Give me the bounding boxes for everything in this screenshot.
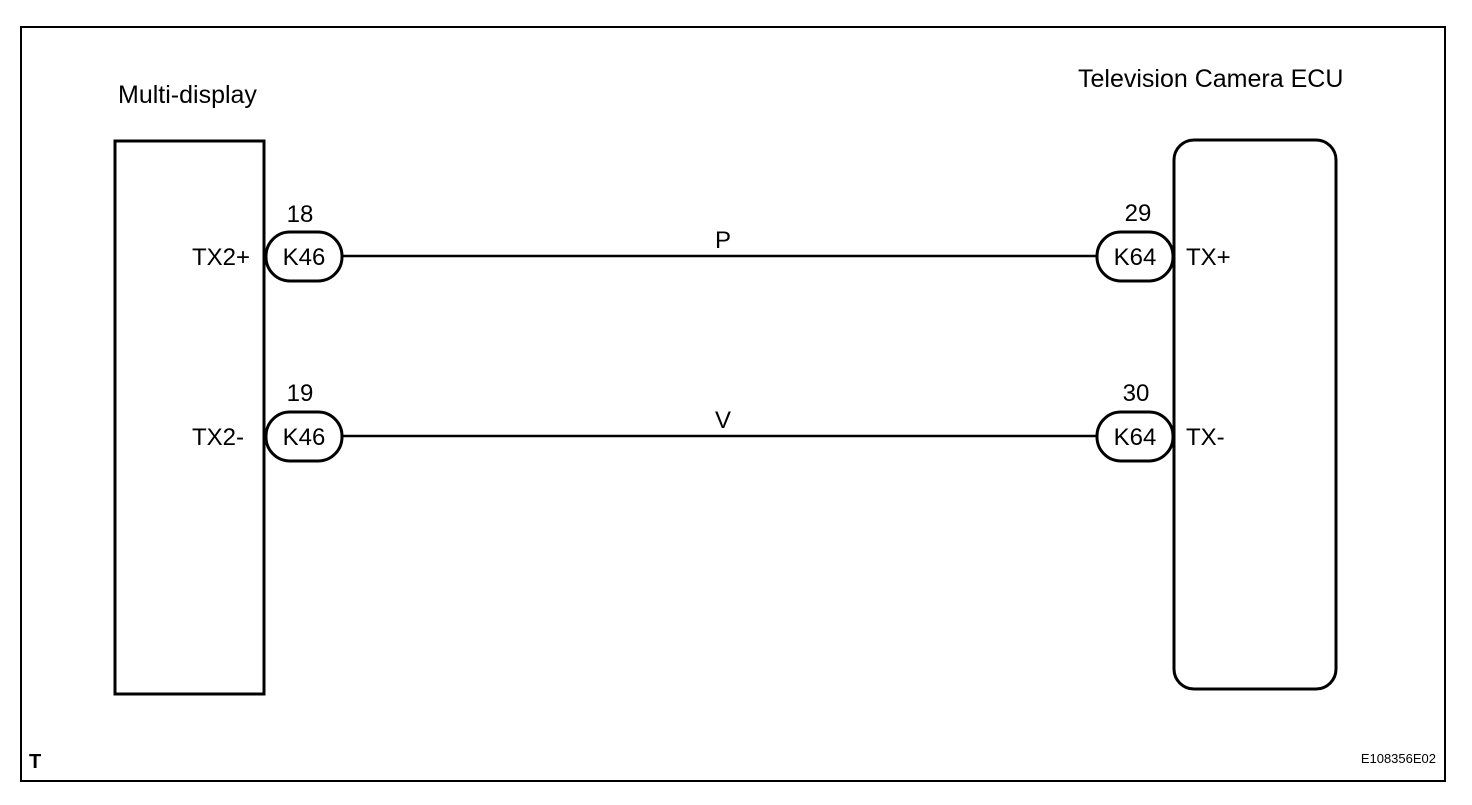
- left-terminal-label: TX2+: [192, 244, 250, 271]
- left-connector-pill: [264, 230, 344, 283]
- footer-mark: T: [29, 751, 41, 773]
- right-terminal-label: TX+: [1186, 244, 1231, 271]
- left-component-name: Multi-display: [118, 81, 257, 109]
- left-pin-number: 18: [287, 201, 314, 228]
- right-connector-label: K64: [1114, 244, 1157, 271]
- diagram-frame: [20, 26, 1446, 782]
- wire-color-code: V: [715, 407, 731, 434]
- figure-id: E108356E02: [1361, 751, 1436, 766]
- left-connector-label: K46: [283, 244, 326, 271]
- right-connector-pill: [1095, 230, 1175, 283]
- left-pin-number: 19: [287, 380, 314, 407]
- right-pin-number: 29: [1125, 200, 1152, 227]
- right-component-name: Television Camera ECU: [1078, 65, 1343, 93]
- right-component-box: [1172, 138, 1338, 691]
- wire-color-code: P: [715, 227, 731, 254]
- right-terminal-label: TX-: [1186, 424, 1225, 451]
- right-connector-label: K64: [1114, 424, 1157, 451]
- left-connector-pill: [264, 410, 344, 463]
- left-terminal-label: TX2-: [192, 424, 244, 451]
- left-connector-label: K46: [283, 424, 326, 451]
- left-component-box: [113, 139, 266, 696]
- right-connector-pill: [1095, 410, 1175, 463]
- right-pin-number: 30: [1123, 380, 1150, 407]
